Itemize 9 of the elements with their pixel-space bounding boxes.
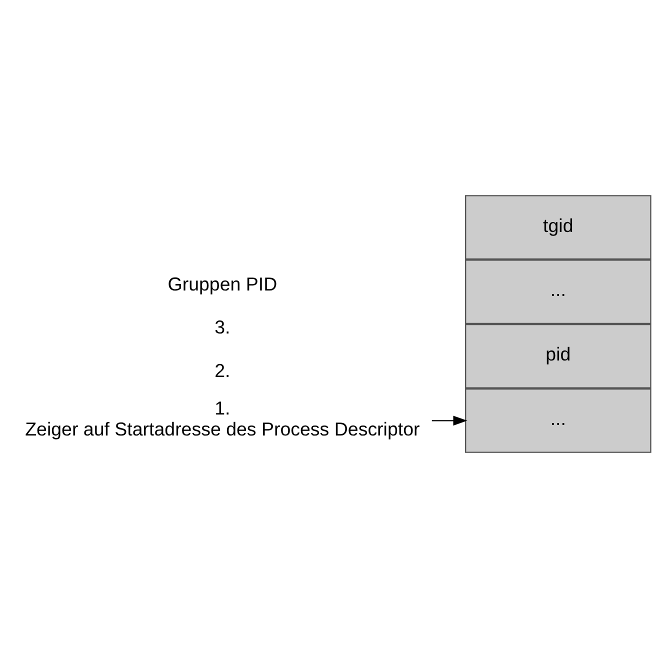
label: Gruppen PID <box>168 272 278 294</box>
arrow <box>432 415 468 426</box>
node-box: pid <box>465 324 652 388</box>
label: 2. <box>214 360 230 381</box>
node-box: ... <box>465 388 652 452</box>
node-text: 1. Zeiger auf Startadresse des Process Descriptor <box>25 397 420 440</box>
node-box: tgid <box>465 194 652 260</box>
node-box: ... <box>465 259 652 324</box>
label: 3. <box>214 316 230 338</box>
